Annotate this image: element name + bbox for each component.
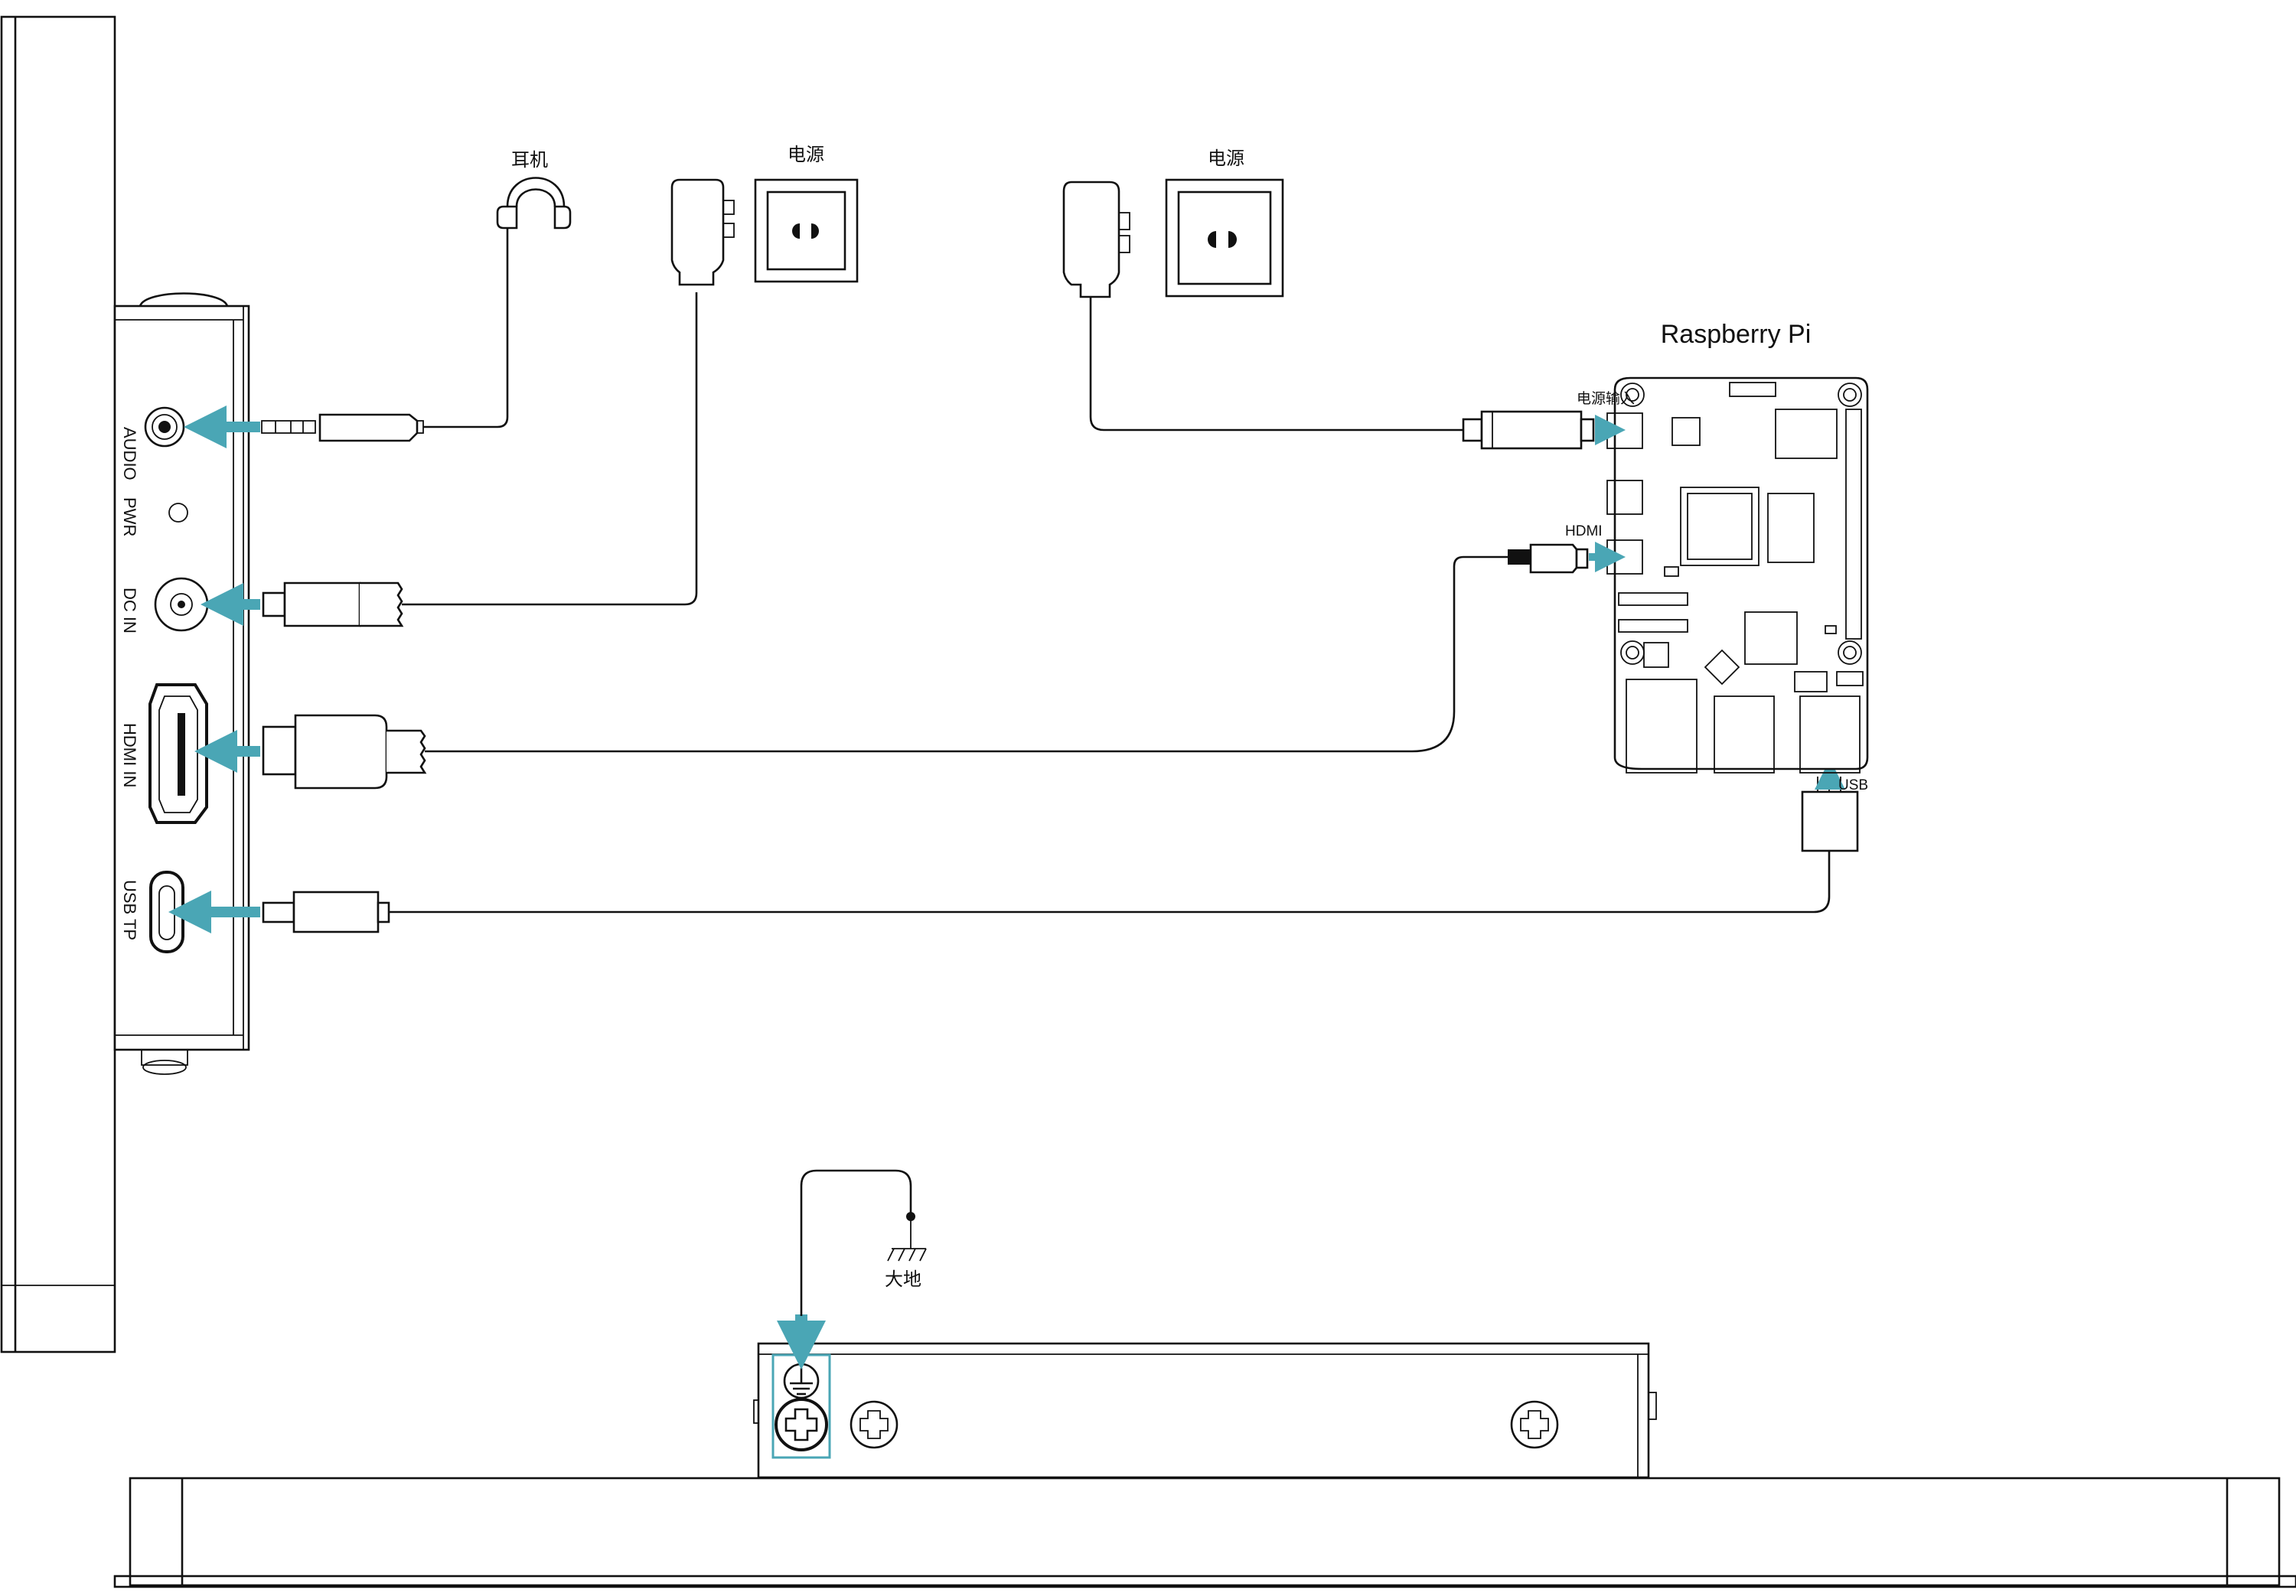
earth-ground-icon xyxy=(887,1212,927,1262)
port-label-hdmi-in: HDMI IN xyxy=(120,723,139,787)
wall-outlet-left xyxy=(754,178,859,283)
connect-arrows-panel xyxy=(168,406,260,933)
wall-outlet-right xyxy=(1165,178,1284,298)
power-adapter-left xyxy=(670,178,735,286)
headphone-label: 耳机 xyxy=(511,149,548,171)
board-usb-label: USB xyxy=(1838,777,1868,793)
board-power-input-label: 电源输入 xyxy=(1577,390,1635,407)
power-label-left: 电源 xyxy=(788,144,824,165)
power-adapter-right xyxy=(1062,181,1130,298)
ground-screw-icon xyxy=(775,1398,828,1451)
dc-plug xyxy=(262,581,404,627)
screw-icon xyxy=(1510,1400,1559,1449)
ground-wire xyxy=(800,1169,912,1316)
audio-plug xyxy=(261,413,424,442)
raspberry-pi-board xyxy=(1606,376,1869,774)
port-label-dc-in: DC IN xyxy=(120,588,139,634)
port-label-usb-tp: USB TP xyxy=(120,880,139,940)
hdmi-plug-panel xyxy=(262,714,427,790)
board-hdmi-label: HDMI xyxy=(1565,523,1603,539)
monitor-bottom-frame xyxy=(113,1477,2296,1588)
screw-icon xyxy=(850,1400,899,1449)
port-label-pwr: PWR xyxy=(120,497,139,536)
rear-bracket xyxy=(753,1342,1657,1479)
board-title: Raspberry Pi xyxy=(1661,320,1812,349)
power-led-icon xyxy=(168,503,188,523)
usb-c-plug xyxy=(262,891,390,933)
ground-label: 大地 xyxy=(885,1269,921,1290)
headphone-icon xyxy=(496,177,572,230)
power-label-right: 电源 xyxy=(1208,148,1244,169)
hdmi-port-icon xyxy=(148,683,208,824)
hdmi-plug-board xyxy=(1508,543,1589,574)
monitor-side-frame xyxy=(0,15,116,1353)
port-label-audio: AUDIO xyxy=(120,427,139,480)
usbc-power-plug xyxy=(1462,410,1595,450)
